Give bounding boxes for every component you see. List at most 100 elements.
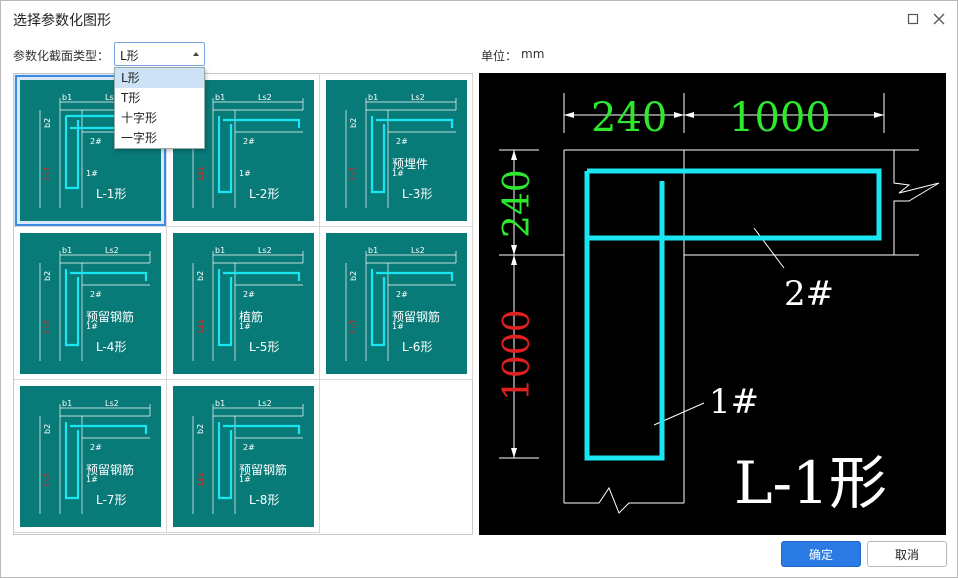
thumb-ls1-label: Ls1 xyxy=(43,472,52,486)
dim-left-top: 240 xyxy=(497,169,538,238)
option-t[interactable]: T形 xyxy=(121,91,141,105)
thumb-bar2-label: 2# xyxy=(243,443,255,452)
shape-grid: b1Ls22#1#b2Ls1L-1形b1Ls22#1#b2Ls1L-2形b1Ls… xyxy=(13,73,473,535)
thumb-bar2-label: 2# xyxy=(90,290,102,299)
thumb-bar1-label: 1# xyxy=(392,322,404,331)
thumb-bar1-label: 1# xyxy=(239,322,251,331)
option-cross[interactable]: 十字形 xyxy=(121,111,158,125)
dim-left-bottom: 1000 xyxy=(497,309,538,401)
thumb-b1-label: b1 xyxy=(215,399,225,408)
thumb-b2-label: b2 xyxy=(43,118,52,128)
thumb-caption: L-1形 xyxy=(96,187,126,201)
maximize-icon[interactable] xyxy=(903,9,923,29)
thumb-b1-label: b1 xyxy=(368,93,378,102)
thumb-b2-label: b2 xyxy=(349,118,358,128)
cancel-button[interactable]: 取消 xyxy=(867,541,947,567)
thumb-b1-label: b1 xyxy=(368,246,378,255)
thumb-b2-label: b2 xyxy=(349,271,358,281)
thumb-ls2-label: Ls2 xyxy=(411,93,425,102)
thumb-b2-label: b2 xyxy=(43,424,52,434)
thumb-caption: L-6形 xyxy=(402,340,432,354)
thumb-b1-label: b1 xyxy=(215,246,225,255)
thumb-ls1-label: Ls1 xyxy=(349,166,358,180)
option-line[interactable]: 一字形 xyxy=(121,131,158,145)
thumb-extra-label: 预埋件 xyxy=(392,157,428,171)
unit-label: 单位： xyxy=(481,49,518,63)
thumb-bar2-label: 2# xyxy=(90,443,102,452)
preview-bar-1-label: 1# xyxy=(709,382,759,422)
thumb-bar1-label: 1# xyxy=(86,322,98,331)
thumb-extra-label: 植筋 xyxy=(239,309,263,324)
thumb-caption: L-8形 xyxy=(249,493,279,507)
thumb-caption: L-2形 xyxy=(249,187,279,201)
thumb-extra-label: 预留钢筋 xyxy=(239,462,287,477)
thumb-bar2-label: 2# xyxy=(396,290,408,299)
thumb-ls2-label: Ls2 xyxy=(105,399,119,408)
thumb-bar1-label: 1# xyxy=(239,475,251,484)
section-type-dropdown: L形 T形 十字形 一字形 xyxy=(114,67,205,149)
thumb-extra-label: 预留钢筋 xyxy=(86,309,134,324)
thumb-bar2-label: 2# xyxy=(243,137,255,146)
thumb-bar1-label: 1# xyxy=(392,169,404,178)
window-title: 选择参数化图形 xyxy=(13,13,111,29)
thumb-ls1-label: Ls1 xyxy=(349,319,358,333)
thumb-b1-label: b1 xyxy=(215,93,225,102)
thumb-ls1-label: Ls1 xyxy=(196,166,205,180)
thumb-caption: L-4形 xyxy=(96,340,126,354)
thumb-caption: L-7形 xyxy=(96,493,126,507)
thumb-ls2-label: Ls2 xyxy=(258,93,272,102)
thumb-ls2-label: Ls2 xyxy=(105,246,119,255)
thumb-bar2-label: 2# xyxy=(243,290,255,299)
preview-bar-2-label: 2# xyxy=(784,274,834,314)
thumb-extra-label: 预留钢筋 xyxy=(392,309,440,324)
thumb-b2-label: b2 xyxy=(43,271,52,281)
thumb-b2-label: b2 xyxy=(196,271,205,281)
thumb-b1-label: b1 xyxy=(62,246,72,255)
section-type-label: 参数化截面类型： xyxy=(13,49,110,63)
option-l[interactable]: L形 xyxy=(115,68,204,88)
title-bar: 选择参数化图形 xyxy=(1,1,957,37)
thumb-ls2-label: Ls2 xyxy=(411,246,425,255)
caret-up-icon xyxy=(193,52,199,56)
dim-top-left: 240 xyxy=(591,95,667,141)
thumb-ls1-label: Ls1 xyxy=(43,319,52,333)
thumb-b1-label: b1 xyxy=(62,93,72,102)
thumb-ls1-label: Ls1 xyxy=(196,319,205,333)
thumb-b2-label: b2 xyxy=(196,424,205,434)
preview-shape-name: L-1形 xyxy=(734,449,887,517)
thumb-extra-label: 预留钢筋 xyxy=(86,462,134,477)
thumb-bar1-label: 1# xyxy=(86,169,98,178)
dim-top-right: 1000 xyxy=(729,95,831,141)
thumb-caption: L-3形 xyxy=(402,187,432,201)
thumb-ls1-label: Ls1 xyxy=(196,472,205,486)
thumb-bar1-label: 1# xyxy=(86,475,98,484)
thumb-ls2-label: Ls2 xyxy=(105,93,119,102)
section-type-value: L形 xyxy=(120,49,139,63)
thumb-b1-label: b1 xyxy=(62,399,72,408)
close-icon[interactable] xyxy=(929,9,949,29)
section-type-select[interactable]: L形 xyxy=(114,42,205,66)
thumb-bar2-label: 2# xyxy=(90,137,102,146)
thumb-bar2-label: 2# xyxy=(396,137,408,146)
ok-button[interactable]: 确定 xyxy=(781,541,861,567)
thumb-bar1-label: 1# xyxy=(239,169,251,178)
thumb-caption: L-5形 xyxy=(249,340,279,354)
shape-preview: 240 1000 240 1000 2# 1# L-1形 xyxy=(479,73,946,535)
thumb-ls1-label: Ls1 xyxy=(43,166,52,180)
unit-value: mm xyxy=(521,47,545,61)
thumb-ls2-label: Ls2 xyxy=(258,399,272,408)
